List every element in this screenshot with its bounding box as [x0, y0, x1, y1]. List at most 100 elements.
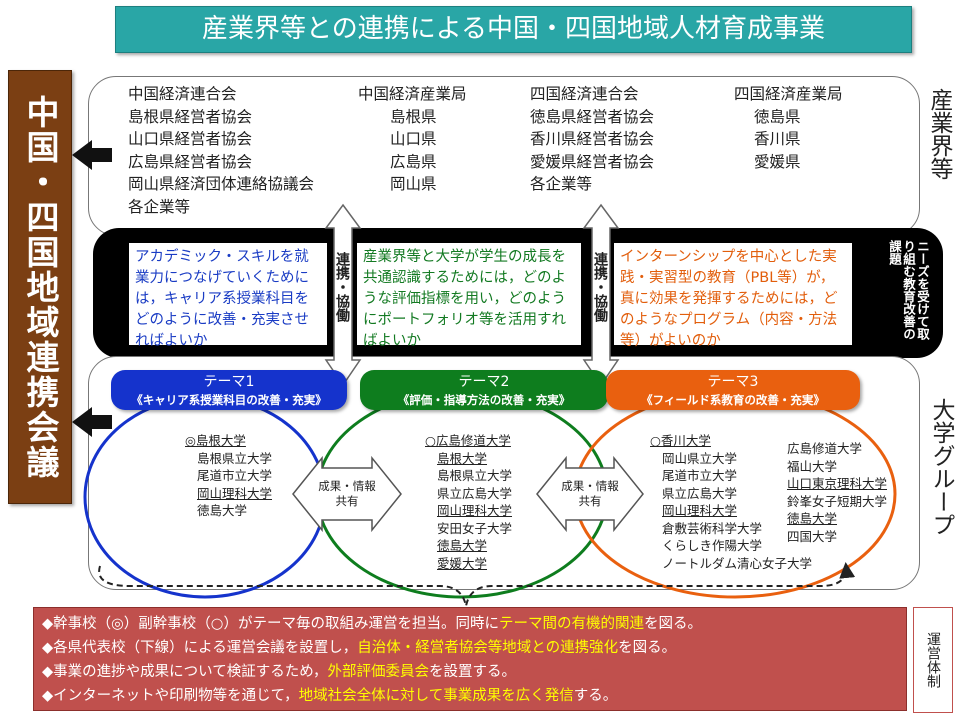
bullet-text: ◆幹事校（◎）副幹事校（○）がテーマ毎の取組み運営を担当。同時に [42, 616, 499, 632]
list-item: 岡山県 [390, 175, 437, 193]
issue-theme3: インターンシップを中心とした実践・実習型の教育（PBL等）が，真に効果を発揮する… [614, 243, 852, 349]
theme1-subtitle: 《キャリア系授業科目の改善・充実》 [131, 393, 327, 407]
bullet-text: ◆インターネットや印刷物等を通じて， [42, 688, 299, 704]
council-arrow-upper-icon [72, 140, 112, 170]
council-label: 中国・四国地域連携会議 [8, 70, 72, 504]
list-item: 四国経済連合会 [530, 85, 639, 103]
list-item: 愛媛県経営者協会 [530, 152, 655, 171]
bullet-highlight: 地域社会全体に対して事業成果を広く発信 [298, 688, 574, 704]
group3-lead: ○香川大学 [650, 433, 711, 448]
bullet-highlight: テーマ間の有機的関連 [498, 616, 644, 632]
operation-bullet: ◆各県代表校（下線）による運営会議を設置し，自治体・経営者協会等地域との連携強化… [42, 636, 898, 660]
group3-list-left: ○香川大学 岡山県立大学 尾道市立大学 県立広島大学 岡山理科大学 倉敷芸術科学… [650, 432, 812, 572]
list-item: 香川県 [754, 130, 801, 148]
list-item: 島根県経営者協会 [128, 107, 253, 126]
list-item: 徳島大学 [787, 511, 838, 526]
bullet-text: ◆各県代表校（下線）による運営会議を設置し， [42, 640, 358, 656]
list-item: 徳島大学 [437, 538, 488, 553]
group3-list-right: 広島修道大学 福山大学 山口東京理科大学 鈴峯女子短期大学 徳島大学 四国大学 [787, 440, 887, 545]
council-arrow-lower-icon [72, 407, 112, 437]
group2-lead: ○広島修道大学 [425, 433, 511, 448]
list-item: 広島県 [390, 152, 437, 171]
list-item: ノートルダム清心女子大学 [662, 555, 813, 571]
issues-side-label: ニーズを受けて取り組む教育改善の課題 [887, 240, 930, 340]
operation-connector [98, 562, 856, 607]
list-item: 安田女子大学 [437, 520, 513, 536]
page-title: 産業界等との連携による中国・四国地域人材育成事業 [115, 6, 912, 53]
list-item: 山口県経営者協会 [128, 130, 253, 148]
list-item: 島根大学 [437, 450, 488, 466]
share-label-line1: 成果・情報 [318, 479, 376, 493]
industry-column-4: 四国経済産業局 徳島県 香川県 愛媛県 [734, 83, 843, 173]
operation-box: ◆幹事校（◎）副幹事校（○）がテーマ毎の取組み運営を担当。同時にテーマ間の有機的… [33, 607, 907, 711]
list-item: 香川県経営者協会 [530, 130, 655, 148]
operation-bullet: ◆事業の進捗や成果について検証するため，外部評価委員会を設置する。 [42, 660, 898, 684]
theme3-subtitle: 《フィールド系教育の改善・充実》 [641, 393, 825, 407]
theme2-banner: テーマ2 《評価・指導方法の改善・充実》 [360, 370, 608, 410]
list-item: 島根県 [390, 107, 437, 126]
bullet-text: を図る。 [643, 616, 702, 632]
bullet-text: ◆事業の進捗や成果について検証するため， [42, 664, 328, 680]
list-item: 山口東京理科大学 [787, 476, 888, 491]
list-item: 山口県 [390, 130, 437, 148]
list-item: 島根県立大学 [437, 468, 513, 483]
theme3-banner: テーマ3 《フィールド系教育の改善・充実》 [606, 370, 860, 410]
list-item: 岡山理科大学 [662, 503, 738, 518]
share-label-line2: 共有 [335, 494, 359, 508]
list-item: 岡山県経済団体連絡協議会 [128, 175, 315, 193]
issues-band: アカデミック・スキルを就業力につなげていくためには，キャリア系授業科目をどのよう… [93, 228, 943, 358]
group1-lead: ◎島根大学 [185, 433, 246, 448]
list-item: 広島県経営者協会 [128, 152, 253, 171]
bullet-text: を図る。 [618, 640, 677, 656]
university-side-label: 大学グループ [928, 398, 954, 536]
list-item: 尾道市立大学 [197, 468, 273, 483]
list-item: くらしき作陽大学 [662, 538, 763, 553]
group2-list: ○広島修道大学 島根大学 島根県立大学 県立広島大学 岡山理科大学 安田女子大学… [425, 432, 512, 572]
list-item: 県立広島大学 [437, 485, 513, 501]
list-item: 四国経済産業局 [734, 85, 843, 103]
theme1-banner: テーマ1 《キャリア系授業科目の改善・充実》 [111, 370, 347, 410]
list-item: 徳島大学 [197, 503, 248, 518]
operation-bullet: ◆幹事校（◎）副幹事校（○）がテーマ毎の取組み運営を担当。同時にテーマ間の有機的… [42, 612, 898, 636]
list-item: 各企業等 [530, 175, 593, 193]
share-arrow-right-icon [536, 455, 644, 533]
list-item: 四国大学 [787, 528, 838, 544]
issue-theme1: アカデミック・スキルを就業力につなげていくためには，キャリア系授業科目をどのよう… [129, 243, 327, 349]
cooperation-label-left: 連携・協働 [334, 252, 350, 322]
list-item: 愛媛大学 [437, 555, 488, 571]
operation-side-label: 運営体制 [913, 607, 953, 713]
list-item: 島根県立大学 [197, 450, 273, 466]
list-item: 岡山理科大学 [197, 485, 273, 501]
group1-list: ◎島根大学 島根県立大学 尾道市立大学 岡山理科大学 徳島大学 [185, 432, 272, 520]
list-item: 徳島県経営者協会 [530, 107, 655, 126]
list-item: 福山大学 [787, 458, 838, 474]
bullet-highlight: 自治体・経営者協会等地域との連携強化 [357, 640, 619, 656]
list-item: 倉敷芸術科学大学 [662, 520, 763, 536]
list-item: 県立広島大学 [662, 485, 738, 501]
share-label-line1: 成果・情報 [561, 479, 619, 493]
theme2-title: テーマ2 [458, 374, 510, 390]
industry-panel [88, 76, 920, 236]
issue-theme2: 産業界等と大学が学生の成長を共通認識するためには，どのような評価指標を用い，どの… [357, 243, 581, 349]
share-arrow-left-icon [292, 455, 402, 533]
industry-column-1: 中国経済連合会 島根県経営者協会 山口県経営者協会 広島県経営者協会 岡山県経済… [128, 83, 314, 218]
list-item: 鈴峯女子短期大学 [787, 493, 888, 509]
theme3-title: テーマ3 [707, 374, 759, 390]
cooperation-label-right: 連携・協働 [592, 252, 608, 322]
bullet-text: を設置する。 [429, 664, 516, 680]
list-item: 各企業等 [128, 197, 191, 216]
industry-column-3: 四国経済連合会 徳島県経営者協会 香川県経営者協会 愛媛県経営者協会 各企業等 [530, 83, 654, 196]
list-item: 岡山県立大学 [662, 450, 738, 466]
list-item: 中国経済連合会 [128, 85, 237, 103]
operation-bullet: ◆インターネットや印刷物等を通じて，地域社会全体に対して事業成果を広く発信する。 [42, 684, 898, 708]
theme1-title: テーマ1 [203, 374, 255, 390]
theme2-subtitle: 《評価・指導方法の改善・充実》 [397, 393, 571, 407]
share-label-left: 成果・情報 共有 [317, 479, 377, 509]
bullet-highlight: 外部評価委員会 [327, 664, 430, 680]
share-label-line2: 共有 [578, 494, 602, 508]
list-item: 尾道市立大学 [662, 468, 738, 483]
industry-side-label: 産業界等 [926, 88, 952, 180]
bullet-text: する。 [573, 688, 618, 704]
industry-column-2: 中国経済産業局 島根県 山口県 広島県 岡山県 [358, 83, 467, 196]
